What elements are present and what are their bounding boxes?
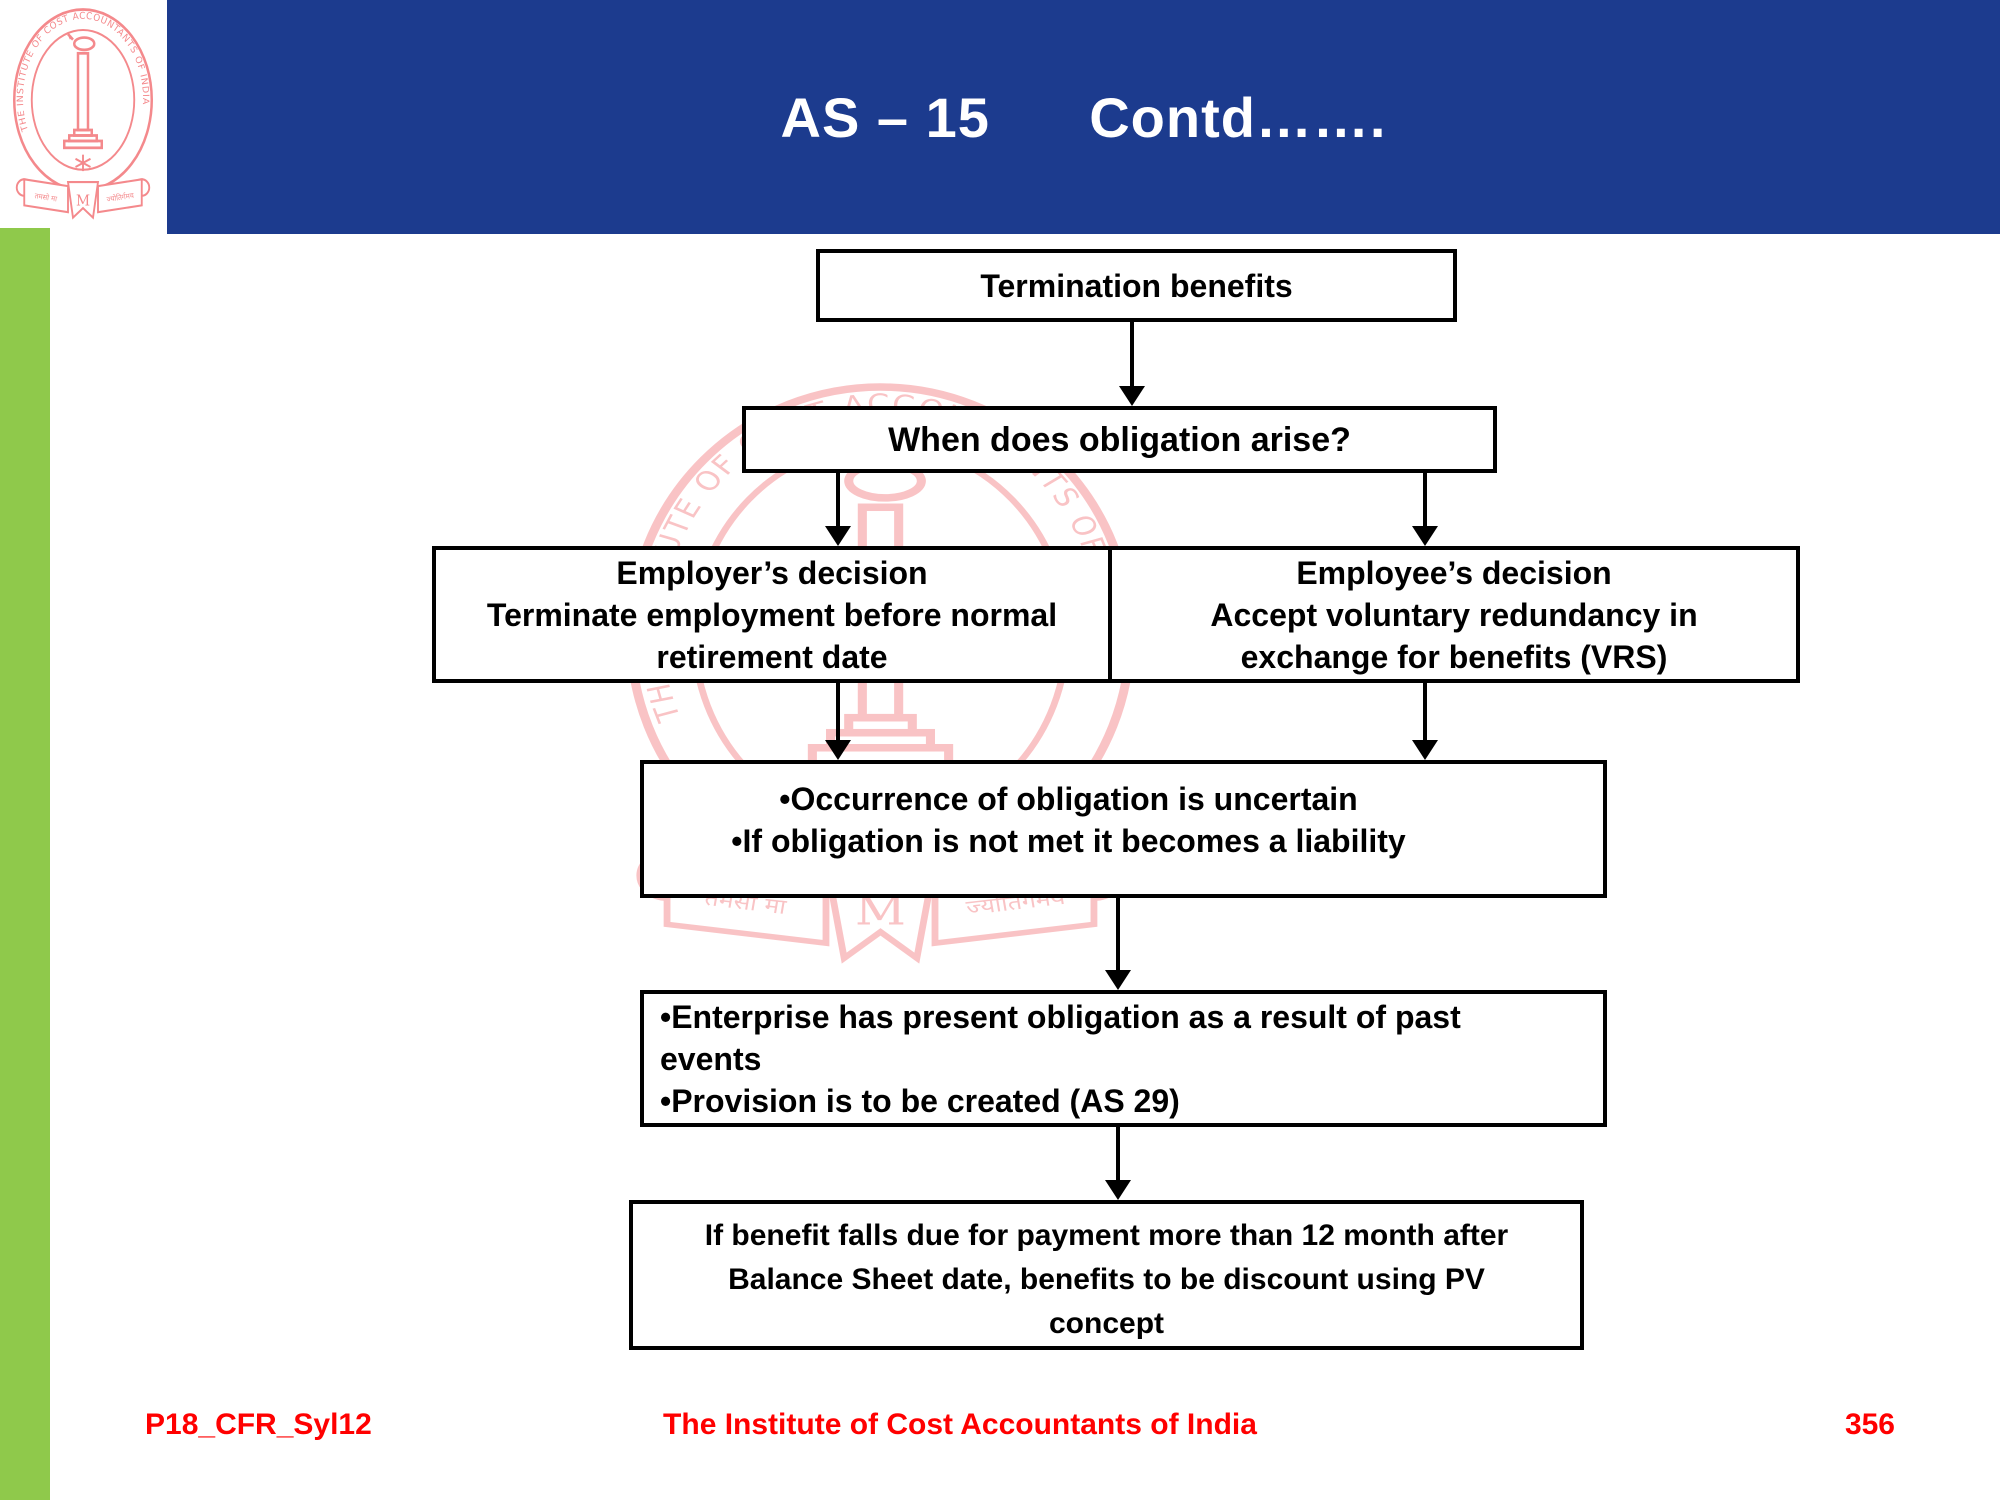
arrow-employee-to-occurrence [1412,683,1438,760]
arrow-shaft [1423,683,1427,742]
arrow-shaft [1130,322,1134,388]
enterprise-obligation-box: •Enterprise has present obligation as a … [640,990,1607,1127]
arrow-head-icon [1412,526,1438,546]
arrow-shaft [836,683,840,742]
institute-logo [0,0,167,232]
termination-benefits-box: Termination benefits [816,249,1457,322]
arrow-head-icon [1105,970,1131,990]
arrow-shaft [1116,1127,1120,1182]
arrow-termination-to-question [1119,322,1145,406]
arrow-head-icon [1412,740,1438,760]
discount-pv-box: If benefit falls due for payment more th… [629,1200,1584,1350]
arrow-employer-to-occurrence [825,683,851,760]
slide-title: AS – 15 Contd……. [780,85,1387,149]
arrow-head-icon [825,740,851,760]
arrow-question-to-employer [825,473,851,546]
header-bar: AS – 15 Contd……. [167,0,2000,234]
left-accent-bar [0,228,50,1500]
arrow-shaft [1116,898,1120,972]
arrow-occurrence-to-enterprise [1105,898,1131,990]
arrow-head-icon [1105,1180,1131,1200]
occurrence-uncertain-box: •Occurrence of obligation is uncertain •… [640,760,1607,898]
footer-institute-name: The Institute of Cost Accountants of Ind… [663,1408,1257,1441]
arrow-enterprise-to-discount [1105,1127,1131,1200]
employer-decision-box: Employer’s decision Terminate employment… [432,546,1112,683]
arrow-shaft [836,473,840,528]
arrow-head-icon [1119,386,1145,406]
obligation-question-box: When does obligation arise? [742,406,1497,473]
employee-decision-box: Employee’s decision Accept voluntary red… [1108,546,1800,683]
arrow-question-to-employee [1412,473,1438,546]
arrow-head-icon [825,526,851,546]
footer-page-number: 356 [1844,1408,1895,1441]
institute-logo-icon [8,4,158,230]
arrow-shaft [1423,473,1427,528]
footer-course-code: P18_CFR_Syl12 [145,1408,372,1441]
